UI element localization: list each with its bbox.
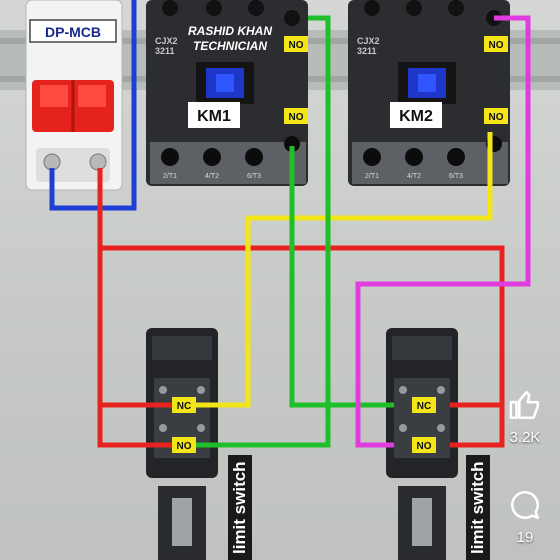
no-tag-label: NO (289, 40, 304, 51)
mcb-label: DP-MCB (45, 24, 101, 40)
wire-yellow (196, 132, 493, 408)
terminal-screw (248, 0, 264, 16)
no-tag (284, 108, 308, 124)
switch-screw (437, 424, 445, 432)
switch-screw (197, 386, 205, 394)
switch-screw (159, 386, 167, 394)
mcb: DP-MCB (25, 0, 123, 191)
wire-green (196, 15, 331, 448)
like-count: 3.2K (509, 429, 541, 446)
switch-screw (399, 424, 407, 432)
no-tag-label: NO (177, 441, 192, 452)
contactor-km2: CJX2 3211 NO KM2 NO 2/T1 4/T2 6/T3 (348, 0, 510, 186)
switch-screw (399, 386, 407, 394)
wires (49, 0, 531, 448)
terminal-screw (448, 0, 464, 16)
no-tag-label: NO (417, 441, 432, 452)
nc-tag (172, 397, 196, 413)
switch-actuator-lever (172, 498, 192, 546)
no-tag (172, 437, 196, 453)
limit-switch-caption-right: limit switch (466, 455, 490, 560)
technician-title: TECHNICIAN (193, 39, 267, 53)
wire-blue (49, 0, 137, 211)
contactor-model: CJX2 (155, 36, 178, 46)
no-tag (412, 437, 436, 453)
contactor-model: CJX2 (357, 36, 380, 46)
technician-name: RASHID KHAN (188, 24, 272, 38)
no-tag (484, 108, 508, 124)
mcb-terminal-screw (43, 153, 61, 171)
wire-magenta (355, 15, 531, 448)
terminal-label: 6/T3 (449, 173, 463, 180)
wire-red (97, 168, 505, 448)
mcb-toggle-right (78, 85, 106, 107)
wire-red (97, 248, 172, 448)
no-tag-label: NO (489, 112, 504, 123)
contactor-name-plate (390, 102, 442, 128)
terminal-screw (203, 148, 221, 166)
terminal-label: 6/T3 (247, 173, 261, 180)
contactor-name: KM2 (399, 108, 433, 125)
terminal-screw (284, 136, 300, 152)
limit-switch-caption-left: limit switch (228, 455, 252, 560)
terminal-screw (406, 0, 422, 16)
comment-icon (511, 490, 540, 520)
contactor-name-plate (188, 102, 240, 128)
terminal-screw (206, 0, 222, 16)
terminal-screw (161, 148, 179, 166)
mcb-terminal-screw (89, 153, 107, 171)
no-tag-label: NO (489, 40, 504, 51)
terminal-label: 2/T1 (163, 173, 177, 180)
terminal-label: 2/T1 (365, 173, 379, 180)
no-tag (284, 36, 308, 52)
contactor-actuator-core (216, 74, 234, 92)
switch-actuator-lever (412, 498, 432, 546)
switch-top (392, 336, 452, 360)
comment-count: 19 (516, 529, 534, 546)
mcb-label-box (29, 19, 117, 43)
switch-top (152, 336, 212, 360)
switch-screw (437, 386, 445, 394)
no-tag (484, 36, 508, 52)
comment-control[interactable]: 19 (490, 488, 560, 546)
nc-tag-label: NC (417, 401, 431, 412)
mcb-toggle-left (40, 85, 68, 107)
contactor-name: KM1 (197, 108, 231, 125)
terminal-label: 4/T2 (407, 173, 421, 180)
terminal-screw (447, 148, 465, 166)
terminal-screw (364, 0, 380, 16)
terminal-screw (162, 0, 178, 16)
terminal-screw (245, 148, 263, 166)
contactor-code: 3211 (357, 46, 377, 56)
contactor-actuator-core (418, 74, 436, 92)
nc-tag-label: NC (177, 401, 191, 412)
terminal-screw (284, 10, 300, 26)
terminal-screw (405, 148, 423, 166)
switch-screw (197, 424, 205, 432)
switch-screw (159, 424, 167, 432)
thumbs-up-icon (509, 390, 540, 420)
terminal-label: 4/T2 (205, 173, 219, 180)
like-control[interactable]: 3.2K (490, 388, 560, 446)
terminal-screw (363, 148, 381, 166)
contactor-code: 3211 (155, 46, 175, 56)
nc-tag (412, 397, 436, 413)
contactor-km1: CJX2 3211 RASHID KHAN TECHNICIAN NO KM1 … (146, 0, 308, 186)
no-tag-label: NO (289, 112, 304, 123)
